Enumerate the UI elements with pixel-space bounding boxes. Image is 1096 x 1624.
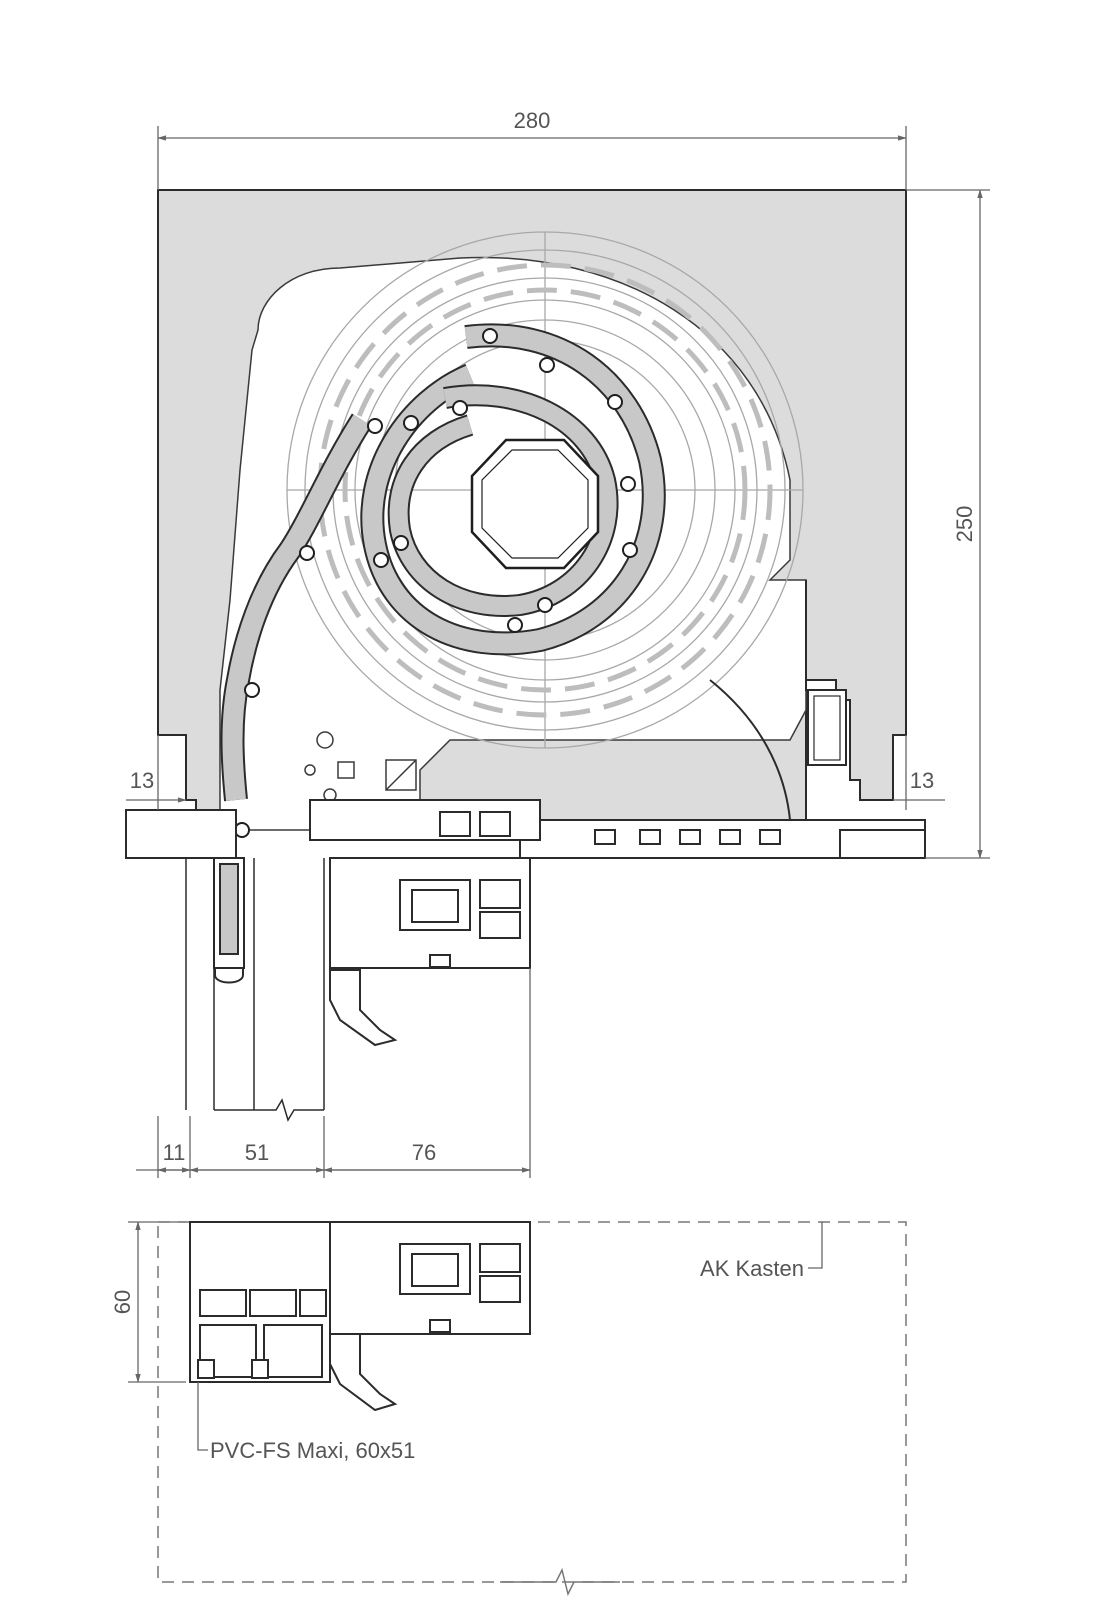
profile-leader (197, 1382, 208, 1451)
dim-box-height: 250 (952, 506, 977, 543)
dim-bottom-b: 51 (245, 1140, 269, 1165)
lower-section (157, 1221, 907, 1597)
window-frame-lower (329, 1221, 531, 1412)
dimension-lines (126, 126, 990, 1383)
hanging-slat (213, 857, 245, 984)
label-profile: PVC-FS Maxi, 60x51 (210, 1438, 415, 1463)
dim-bottom-c: 76 (412, 1140, 436, 1165)
shutter-box (157, 189, 907, 838)
dim-right-offset: 13 (910, 768, 934, 793)
bottom-curve (709, 679, 791, 821)
ak-kasten-leader (808, 1222, 823, 1269)
bottom-rail (125, 799, 926, 859)
octagonal-shaft (470, 438, 600, 570)
window-frame-upper (329, 857, 531, 1047)
slat-hooks (234, 328, 638, 838)
dim-section-height: 60 (110, 1290, 135, 1314)
dim-left-offset: 13 (130, 768, 154, 793)
end-cap-details (304, 731, 417, 802)
reveal-lines (185, 858, 325, 1122)
pvc-fs-maxi-profile (189, 1221, 331, 1383)
rolled-slats (220, 323, 666, 802)
label-ak-kasten: AK Kasten (700, 1256, 804, 1281)
dim-box-width: 280 (514, 108, 551, 133)
dim-bottom-a: 11 (163, 1140, 186, 1165)
